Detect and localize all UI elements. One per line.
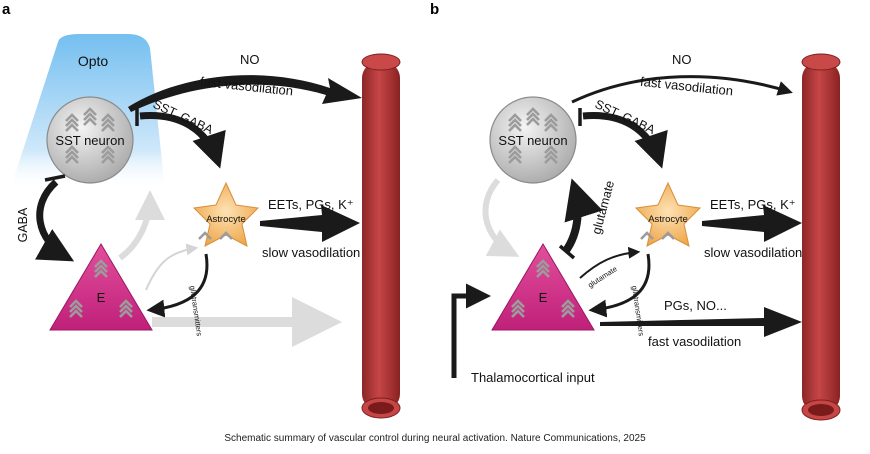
slow-vasodilation-label-a: slow vasodilation xyxy=(262,245,360,260)
eets-label-b: EETs, PGs, K⁺ xyxy=(710,197,796,212)
gaba-arrow-a xyxy=(35,179,75,262)
slow-vasodilation-arrow-a xyxy=(260,205,360,242)
figure-caption: Schematic summary of vascular control du… xyxy=(224,433,646,444)
glutamate-label-b: glutamate xyxy=(589,179,617,236)
e-to-astrocyte-glutamate-arrow-b xyxy=(579,246,641,279)
panel-b-letter: b xyxy=(430,1,439,18)
sst-to-e-grey-arrow-b xyxy=(482,178,520,257)
fast-vasodilation-2-label-b: fast vasodilation xyxy=(648,334,741,349)
glutamate-arrow-b xyxy=(561,178,603,255)
gliotransmitters-label-a: gliotransmitters xyxy=(188,285,204,337)
e-neuron-a-label: E xyxy=(97,290,106,305)
gaba-inhibit-bar-a xyxy=(44,174,66,182)
panel-b: b SST neuron Astrocyte xyxy=(430,1,841,421)
blood-vessel-a xyxy=(361,53,401,419)
sst-neuron-a-label: SST neuron xyxy=(55,133,124,148)
gliotransmitters-arrow-a xyxy=(146,253,209,318)
astrocyte-b-label: Astrocyte xyxy=(648,214,688,225)
gaba-label-a: GABA xyxy=(16,207,30,242)
e-neuron-b-label: E xyxy=(539,290,548,305)
sst-neuron-b-label: SST neuron xyxy=(498,133,567,148)
slow-vasodilation-arrow-b xyxy=(702,205,802,242)
astrocyte-b xyxy=(634,181,702,247)
no-label-a: NO xyxy=(240,52,260,67)
e-to-astrocyte-grey-arrow xyxy=(145,243,199,291)
e-to-sst-grey-arrow xyxy=(118,190,165,261)
no-fast-vasodilation-arrow-a xyxy=(128,75,362,112)
e-neuron-a xyxy=(49,243,153,331)
pgs-no-fast-vasodilation-arrow-b xyxy=(600,307,802,337)
panel-a: a Opto SST neuron xyxy=(2,1,401,419)
pgs-no-label-b: PGs, NO... xyxy=(664,298,727,313)
sst-gaba-arrow-a xyxy=(139,111,226,169)
gliotransmitters-arrow-b xyxy=(588,253,651,318)
sst-gaba-arrow-b xyxy=(582,111,668,169)
thalamocortical-label-b: Thalamocortical input xyxy=(471,370,595,385)
gliotransmitters-label-b: gliotransmitters xyxy=(630,285,646,337)
sst-neuron-a xyxy=(46,96,134,184)
blood-vessel-b xyxy=(801,53,841,421)
glutamate-inhibit-bar-b xyxy=(558,244,576,260)
no-label-b: NO xyxy=(672,52,692,67)
astrocyte-a-label: Astrocyte xyxy=(206,214,246,225)
eets-label-a: EETs, PGs, K⁺ xyxy=(268,197,354,212)
thalamocortical-input-arrow-b xyxy=(451,283,491,378)
no-fast-vasodilation-arrow-b xyxy=(571,75,793,104)
panel-a-letter: a xyxy=(2,1,11,18)
opto-label: Opto xyxy=(78,53,109,69)
astrocyte-a xyxy=(192,181,260,247)
slow-vasodilation-label-b: slow vasodilation xyxy=(704,245,802,260)
e-neuron-b xyxy=(491,243,595,331)
sst-neuron-b xyxy=(489,96,577,184)
